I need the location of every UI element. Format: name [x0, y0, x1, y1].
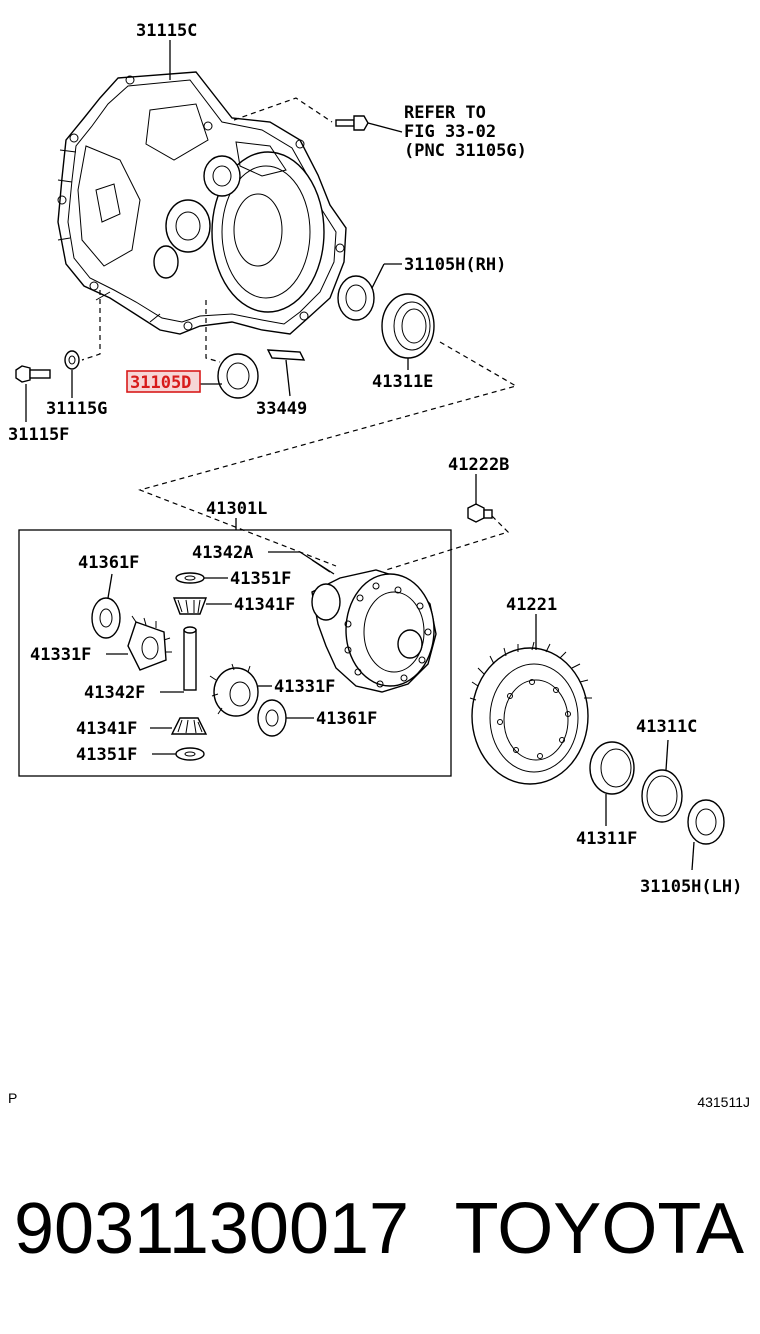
- pin-41342A: [268, 551, 335, 575]
- transaxle-housing: [57, 71, 347, 335]
- callout-41351F-bottom[interactable]: 41351F: [76, 745, 137, 765]
- refer-line-3: (PNC 31105G): [404, 141, 527, 161]
- refer-line-1: REFER TO: [404, 103, 486, 123]
- gear-41341F-top: [172, 597, 232, 615]
- callout-41221[interactable]: 41221: [506, 595, 557, 615]
- gear-41331F-right: [209, 663, 272, 717]
- callout-31115F[interactable]: 31115F: [8, 425, 69, 445]
- refer-line-2: FIG 33-02: [404, 122, 496, 142]
- washer-41351F-top: [175, 572, 228, 584]
- bolt-refer: [233, 97, 403, 133]
- connector-dashed: [138, 341, 518, 567]
- callout-41341F-top[interactable]: 41341F: [234, 595, 295, 615]
- ring-gear-41221: [469, 614, 592, 785]
- race-41311C: [641, 739, 683, 823]
- bolt-41222B: [385, 474, 510, 571]
- callout-41342A[interactable]: 41342A: [192, 543, 253, 563]
- callout-41342F[interactable]: 41342F: [84, 683, 145, 703]
- callout-41301L[interactable]: 41301L: [206, 499, 267, 519]
- callout-41331F-left[interactable]: 41331F: [30, 645, 91, 665]
- callout-31105H-RH[interactable]: 31105H(RH): [404, 255, 506, 275]
- washer-41361F-bottom: [257, 699, 314, 737]
- callout-41341F-bottom[interactable]: 41341F: [76, 719, 137, 739]
- page-marker: P: [8, 1090, 18, 1106]
- gear-41331F-left: [106, 615, 172, 671]
- oil-seal-31105D: [200, 300, 259, 399]
- callout-41311F[interactable]: 41311F: [576, 829, 637, 849]
- callout-31115C[interactable]: 31115C: [136, 21, 197, 41]
- brand-name: TOYOTA: [454, 1189, 744, 1269]
- callout-41311C[interactable]: 41311C: [636, 717, 697, 737]
- shaft-41342F: [160, 626, 197, 693]
- assembly-box-41301L: [18, 529, 452, 777]
- gear-41341F-bottom: [150, 717, 208, 735]
- figure-code: 431511J: [697, 1094, 750, 1110]
- callout-41331F-right[interactable]: 41331F: [274, 677, 335, 697]
- washer-41361F-top: [91, 573, 121, 639]
- washer-41351F-bottom: [152, 747, 205, 761]
- callout-31105H-LH[interactable]: 31105H(LH): [640, 877, 742, 897]
- bearing-41311F: [589, 741, 635, 826]
- bearing-41311E: [381, 293, 435, 370]
- callout-41311E[interactable]: 41311E: [372, 372, 433, 392]
- callout-31115G[interactable]: 31115G: [46, 399, 107, 419]
- callout-33449[interactable]: 33449: [256, 399, 307, 419]
- callout-31105D[interactable]: 31105D: [130, 373, 191, 393]
- highlight-box-31105D: [126, 370, 201, 393]
- bolt-31115F: [15, 365, 51, 422]
- differential-case: [311, 569, 437, 693]
- washer-31115G: [64, 290, 101, 398]
- oil-seal-lh: [687, 799, 725, 871]
- callout-41351F-top[interactable]: 41351F: [230, 569, 291, 589]
- callout-41361F-top[interactable]: 41361F: [78, 553, 139, 573]
- footer: 9031130017 TOYOTA: [0, 1188, 760, 1278]
- plate-33449: [266, 349, 306, 397]
- callout-41222B[interactable]: 41222B: [448, 455, 509, 475]
- callout-41361F-bottom[interactable]: 41361F: [316, 709, 377, 729]
- parts-diagram: 31115C REFER TO FIG 33-02 (PNC 31105G) 3…: [8, 21, 742, 897]
- oil-seal-rh: [337, 263, 402, 321]
- part-number: 9031130017: [14, 1189, 410, 1269]
